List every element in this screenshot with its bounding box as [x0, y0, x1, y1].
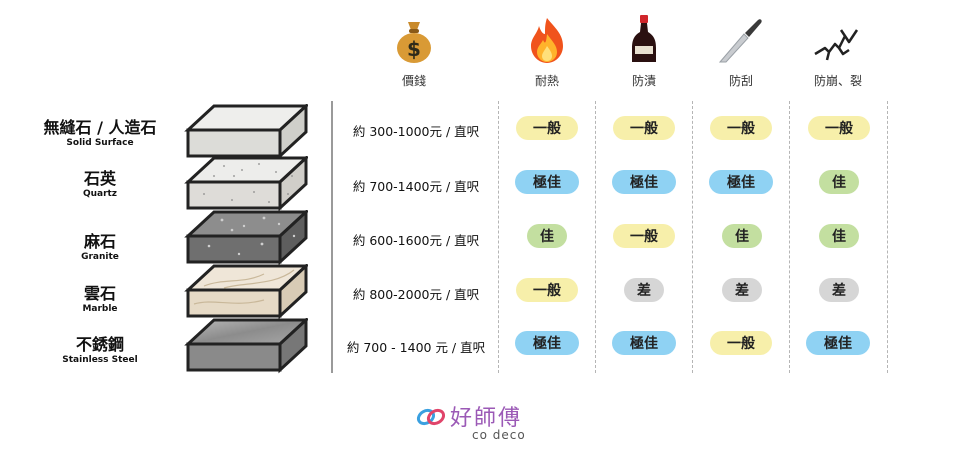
price-text: 約 300-1000元 / 直呎: [352, 124, 480, 139]
rating-badge: 差: [624, 278, 664, 302]
material-name: 麻石 Granite: [30, 233, 170, 263]
rating-badge: 一般: [808, 116, 870, 140]
rating-badge: 一般: [710, 331, 772, 355]
material-name: 無縫石 / 人造石 Solid Surface: [30, 119, 170, 149]
column-label: 耐熱: [534, 74, 559, 88]
material-name: 石英 Quartz: [30, 170, 170, 200]
brand-name: 好師傅: [450, 406, 523, 431]
material-name-zh: 無縫石 / 人造石: [43, 118, 157, 137]
rating-badge: 佳: [819, 170, 859, 194]
rating-badge: 一般: [710, 116, 772, 140]
divider: [789, 101, 790, 373]
rating-badge: 差: [722, 278, 762, 302]
kitchen-knife-icon: [693, 12, 789, 64]
rating-badge: 佳: [819, 224, 859, 248]
granite-swatch: [184, 210, 308, 266]
brand-logo: 好師傅 co deco: [416, 400, 556, 448]
rating-badge: 極佳: [612, 170, 676, 194]
price-text: 約 600-1600元 / 直呎: [352, 233, 480, 248]
material-name: 不銹鋼 Stainless Steel: [30, 336, 170, 366]
rating-badge: 一般: [516, 278, 578, 302]
rating-badge: 佳: [527, 224, 567, 248]
material-name-zh: 雲石: [83, 284, 116, 303]
crack-icon: [790, 12, 886, 64]
stainless-steel-swatch: [184, 318, 308, 374]
material-name-en: Granite: [81, 252, 119, 262]
price-text: 約 800-2000元 / 直呎: [352, 287, 480, 302]
rating-badge: 極佳: [515, 170, 579, 194]
divider: [595, 101, 596, 373]
svg-text:$: $: [407, 37, 421, 61]
column-label: 防漬: [631, 74, 656, 88]
material-name-en: Stainless Steel: [62, 355, 138, 365]
marble-swatch: [184, 264, 308, 320]
rating-badge: 極佳: [709, 170, 773, 194]
column-label: 防刮: [728, 74, 753, 88]
column-header-heat: 耐熱: [499, 12, 595, 89]
rating-badge: 一般: [613, 224, 675, 248]
price-text: 約 700-1400元 / 直呎: [352, 179, 480, 194]
material-name-en: Quartz: [82, 189, 118, 199]
soy-sauce-bottle-icon: [596, 12, 692, 64]
brand-subtitle: co deco: [472, 428, 526, 442]
material-name: 雲石 Marble: [30, 285, 170, 315]
rating-badge: 一般: [516, 116, 578, 140]
rating-badge: 極佳: [806, 331, 870, 355]
rating-badge: 一般: [613, 116, 675, 140]
divider: [498, 101, 499, 373]
material-name-en: Marble: [82, 304, 118, 314]
fire-icon: [499, 12, 595, 64]
divider: [331, 101, 333, 373]
material-name-en: Solid Surface: [66, 138, 134, 148]
column-label: 防崩、裂: [813, 74, 862, 88]
material-name-zh: 麻石: [83, 232, 116, 251]
rating-badge: 佳: [722, 224, 762, 248]
rating-badge: 差: [819, 278, 859, 302]
column-header-stain: 防漬: [596, 12, 692, 89]
material-name-zh: 不銹鋼: [75, 335, 124, 354]
link-icon: [416, 408, 446, 426]
column-header-chip: 防崩、裂: [790, 12, 886, 89]
quartz-swatch: [184, 156, 308, 212]
divider: [692, 101, 693, 373]
material-name-zh: 石英: [83, 169, 116, 188]
column-label: 價錢: [401, 74, 426, 88]
rating-badge: 極佳: [612, 331, 676, 355]
solid-surface-swatch: [184, 104, 308, 160]
divider: [887, 101, 888, 373]
column-header-scratch: 防刮: [693, 12, 789, 89]
price-text: 約 700 - 1400 元 / 直呎: [346, 340, 486, 355]
money-bag-icon: $: [366, 12, 462, 64]
rating-badge: 極佳: [515, 331, 579, 355]
column-header-price: $ 價錢: [366, 12, 462, 89]
